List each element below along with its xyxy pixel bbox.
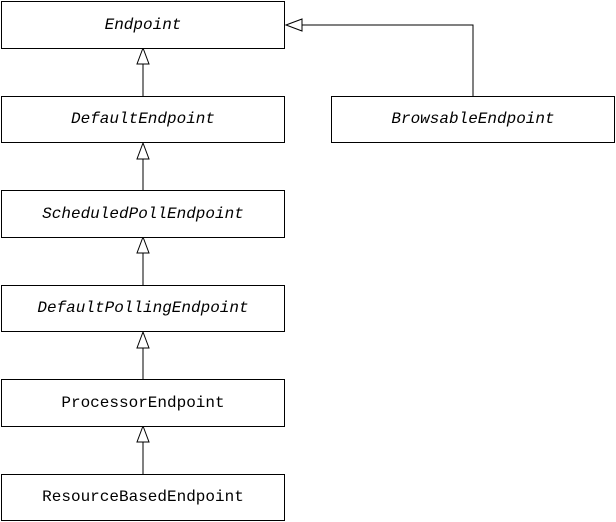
edge-default-endpoint-to-endpoint — [136, 46, 150, 96]
class-box-scheduled-poll-endpoint: ScheduledPollEndpoint — [1, 190, 285, 238]
edge-processor-endpoint-to-default-polling-endpoint — [136, 330, 150, 379]
class-box-default-polling-endpoint: DefaultPollingEndpoint — [1, 285, 285, 332]
generalization-edges — [136, 18, 474, 474]
class-box-default-endpoint: DefaultEndpoint — [1, 96, 285, 143]
class-name: ProcessorEndpoint — [61, 394, 224, 412]
class-box-resource-based-endpoint: ResourceBasedEndpoint — [1, 474, 285, 521]
class-box-endpoint: Endpoint — [1, 1, 285, 49]
class-name: ResourceBasedEndpoint — [42, 488, 244, 506]
class-name: Endpoint — [105, 16, 182, 34]
edge-default-polling-endpoint-to-scheduled-poll-endpoint — [136, 235, 150, 285]
edge-resource-based-endpoint-to-processor-endpoint — [136, 424, 150, 474]
class-name: DefaultEndpoint — [71, 110, 215, 128]
class-name: BrowsableEndpoint — [391, 110, 554, 128]
class-name: DefaultPollingEndpoint — [37, 299, 248, 317]
class-box-processor-endpoint: ProcessorEndpoint — [1, 379, 285, 427]
class-box-browsable-endpoint: BrowsableEndpoint — [331, 96, 615, 143]
class-name: ScheduledPollEndpoint — [42, 205, 244, 223]
edge-scheduled-poll-endpoint-to-default-endpoint — [136, 141, 150, 190]
edge-browsable-endpoint-to-endpoint — [284, 18, 474, 96]
